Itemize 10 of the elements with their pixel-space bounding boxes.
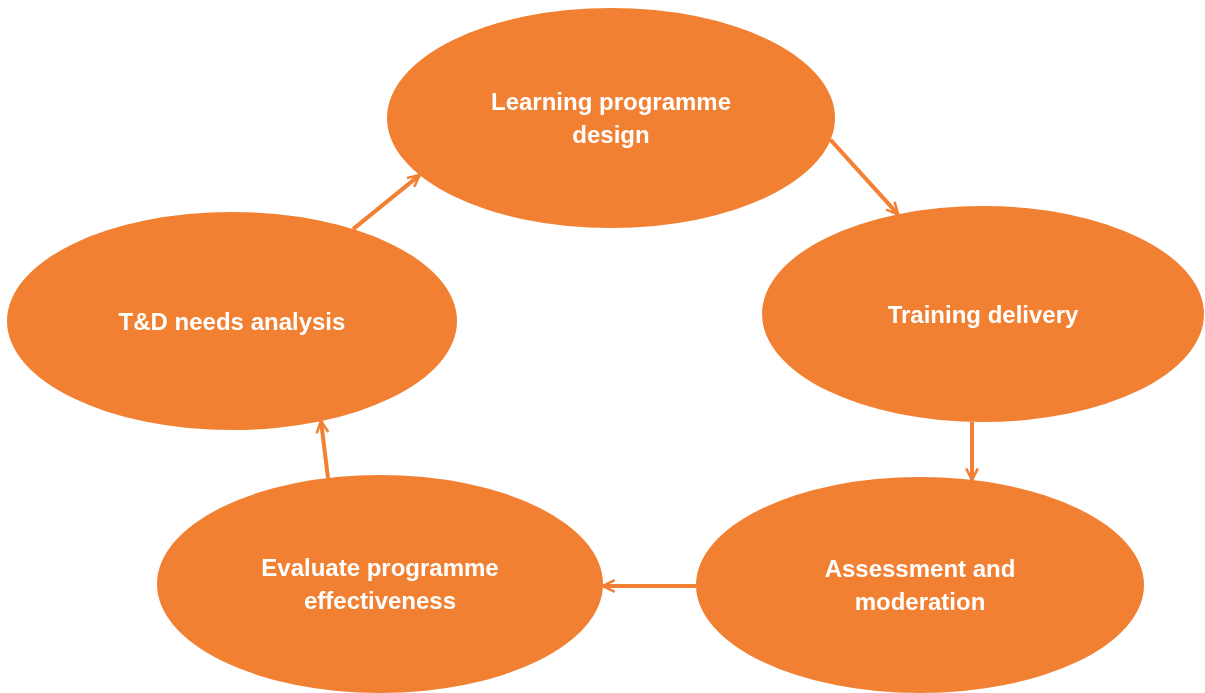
node-label: Evaluate programme effectiveness: [260, 553, 500, 616]
arrow: [829, 138, 900, 216]
node-label: Learning programme design: [489, 87, 732, 150]
node-label: Assessment and moderation: [823, 554, 1017, 617]
arrow: [964, 421, 980, 482]
node-label: Training delivery: [887, 299, 1079, 330]
arrow: [315, 419, 330, 479]
arrow: [601, 578, 696, 594]
node-label: T&D needs analysis: [118, 306, 346, 337]
arrow: [351, 173, 421, 231]
